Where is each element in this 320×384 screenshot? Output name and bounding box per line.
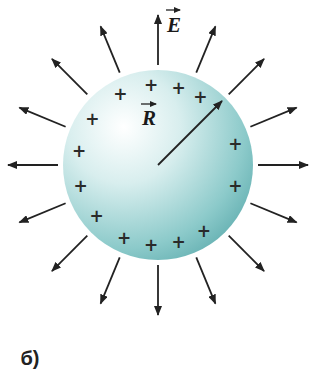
vector-mark [141,103,156,104]
field-arrow [258,164,308,166]
charge-sign: + [228,136,242,153]
radius-vector [158,101,222,165]
charge-sign: + [144,77,158,94]
field-arrow [8,164,58,166]
field-arrow [19,203,65,222]
field-arrow [19,108,65,127]
charge-sign: + [228,177,242,194]
charge-sign: + [113,86,127,103]
field-lines [8,15,308,315]
field-arrow [52,236,87,271]
panel-label: б) [20,348,39,368]
charge-sign: + [172,79,186,96]
sphere [63,70,253,260]
field-arrow [250,203,296,222]
charge-sign: + [197,222,211,239]
radius-vector-label: R [142,108,156,129]
field-arrow [101,257,120,303]
charge-sign: + [172,234,186,251]
field-arrow [157,265,159,315]
field-arrow [157,15,159,65]
field-arrow [196,257,215,303]
charge-sign: + [74,177,88,194]
charge-sign: + [85,111,99,128]
field-arrow [196,26,215,72]
field-arrow [250,108,296,127]
field-vector-label: E [167,15,181,36]
field-arrow [229,236,264,271]
charge-sign: + [144,236,158,253]
field-arrow [52,59,87,94]
charge-sign: + [117,229,131,246]
charge-sign: + [193,89,207,106]
charge-sign: + [72,143,86,160]
charge-sign: + [90,208,104,225]
vector-mark [166,9,180,10]
field-arrow [101,26,120,72]
field-arrow [229,59,264,94]
